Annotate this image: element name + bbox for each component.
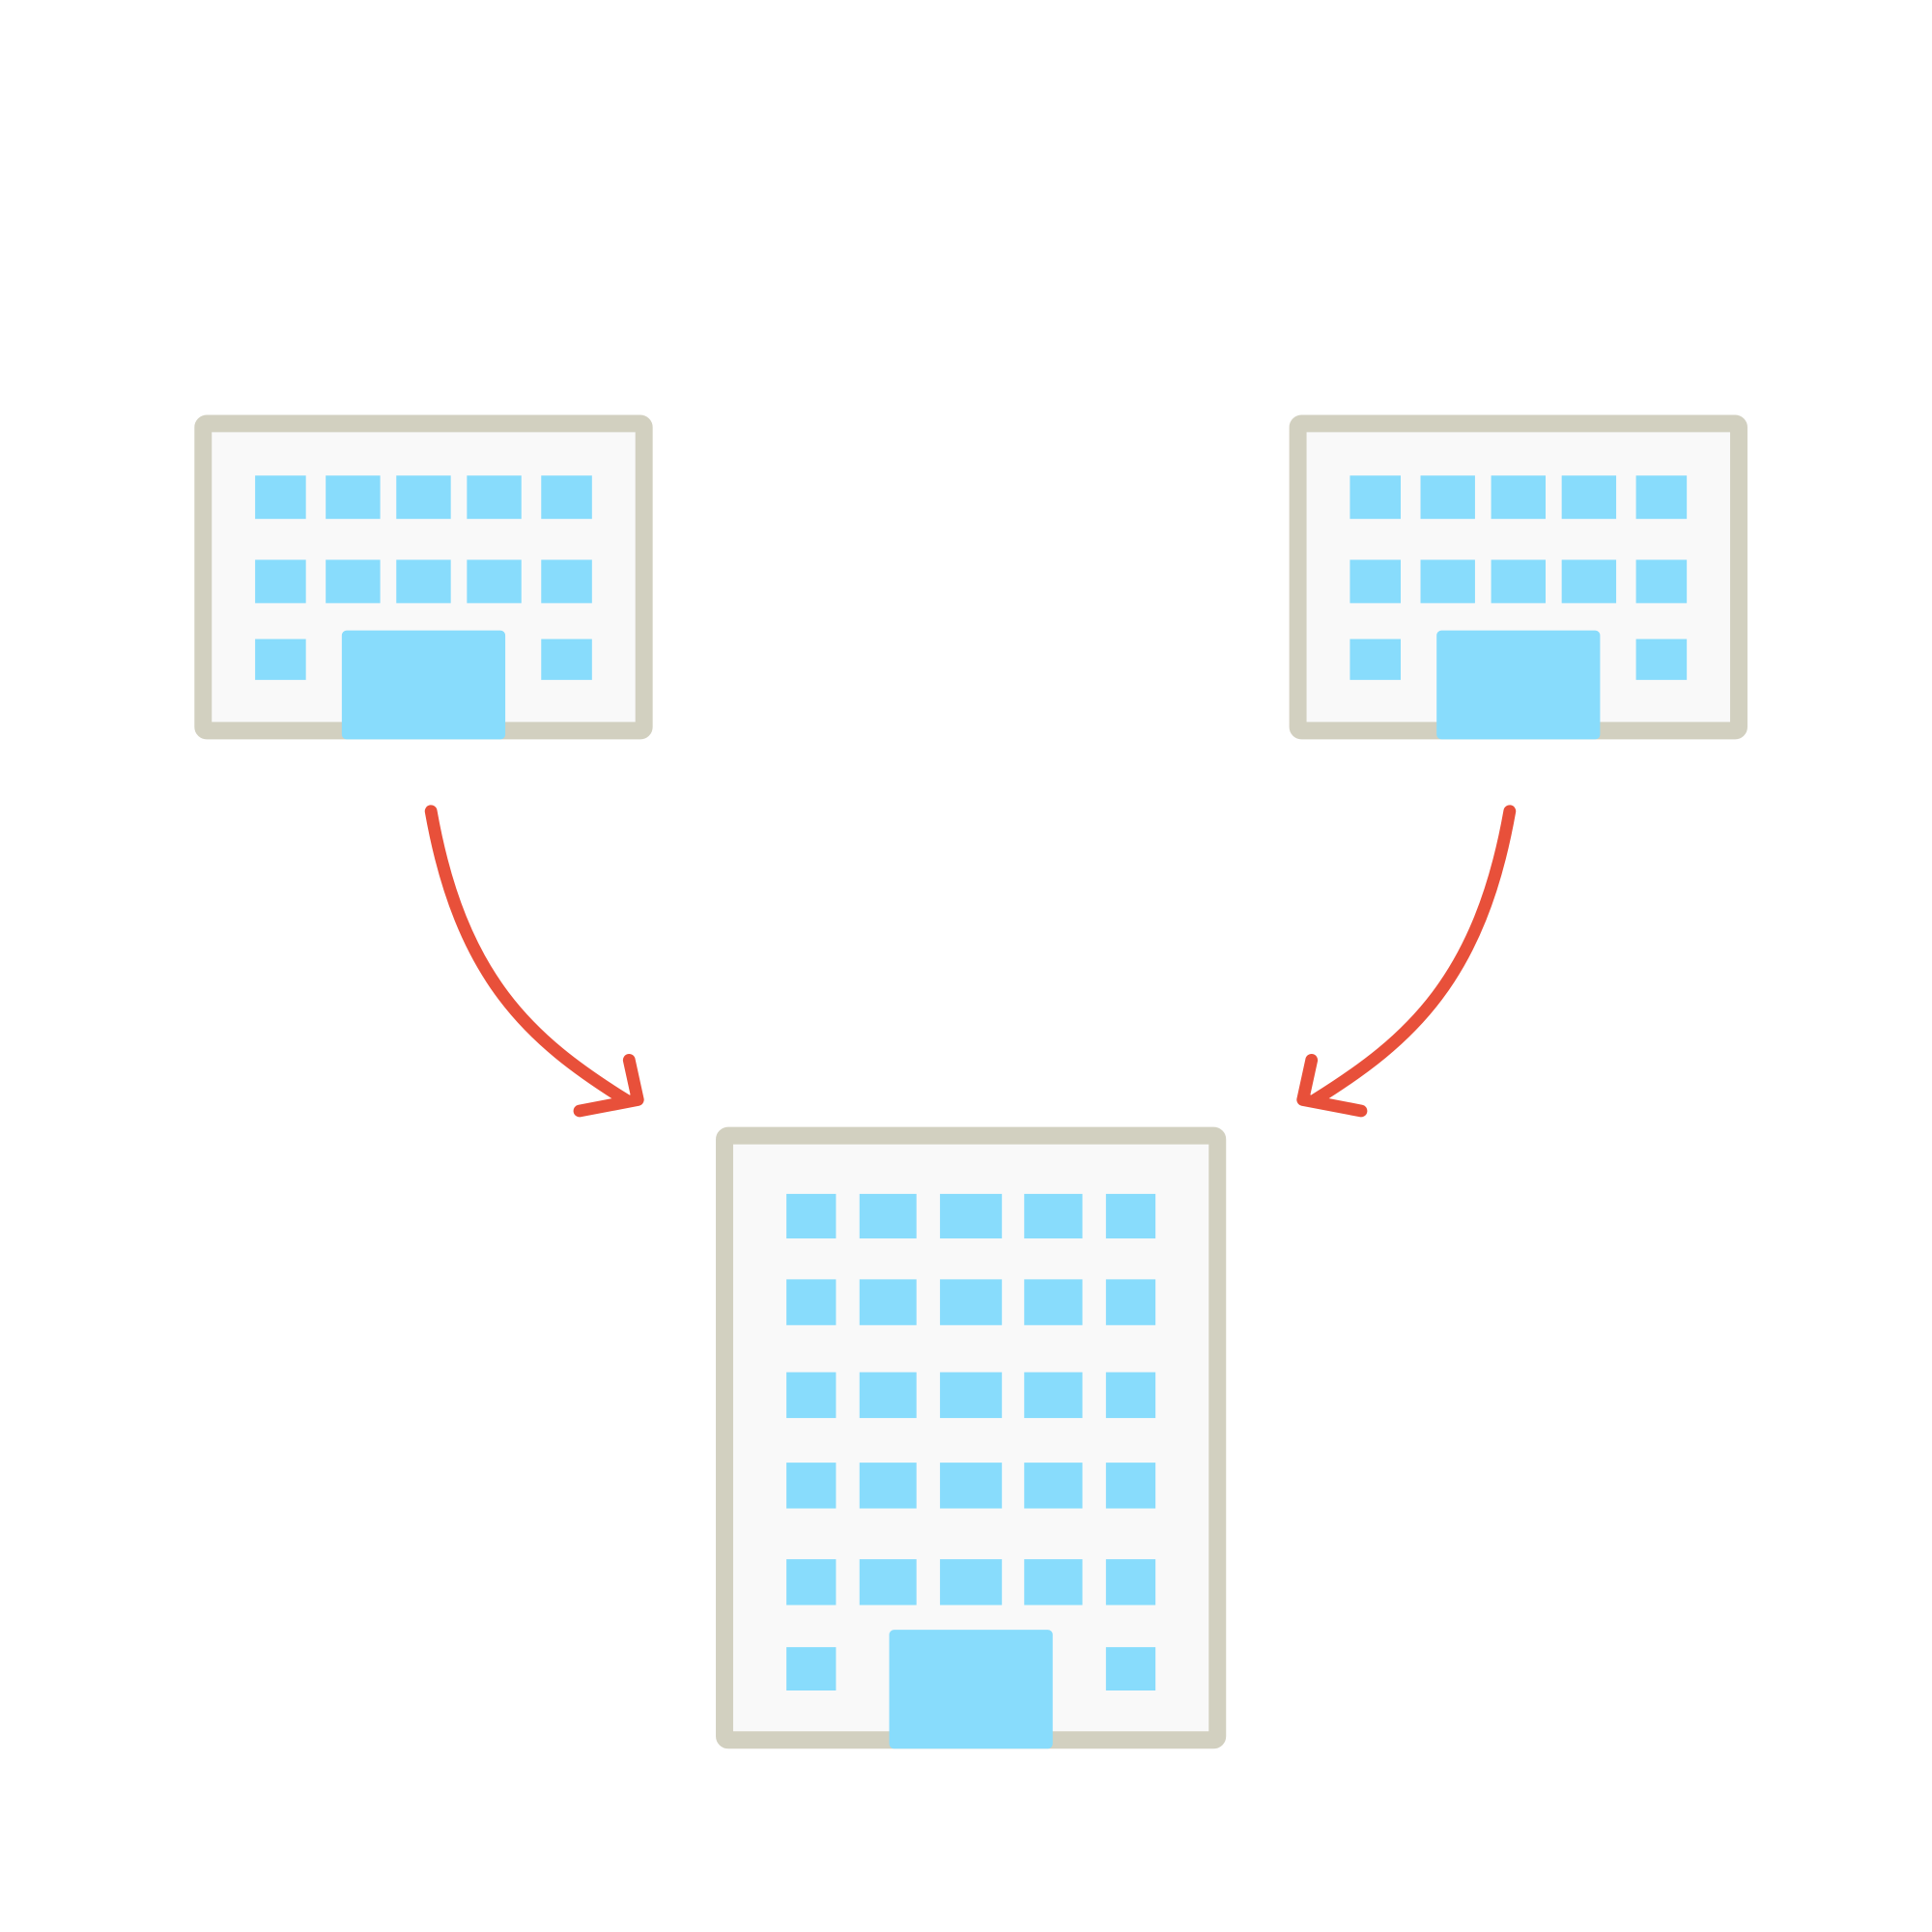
window xyxy=(859,1463,917,1509)
window xyxy=(786,1647,837,1690)
arrow-left-to-merged-icon xyxy=(424,805,644,1118)
window xyxy=(859,1193,917,1239)
window xyxy=(1561,475,1617,520)
window xyxy=(1024,1559,1083,1605)
window xyxy=(1420,559,1475,604)
window xyxy=(1105,1279,1156,1325)
window xyxy=(1024,1372,1083,1418)
window xyxy=(940,1559,1003,1605)
window xyxy=(1350,639,1401,680)
window xyxy=(1105,1647,1156,1690)
window xyxy=(940,1279,1003,1325)
window xyxy=(541,639,592,680)
window xyxy=(1024,1463,1083,1509)
window xyxy=(786,1372,837,1418)
window xyxy=(326,559,381,604)
window xyxy=(255,639,306,680)
arrows xyxy=(424,805,1517,1118)
window xyxy=(786,1559,837,1605)
window xyxy=(1105,1193,1156,1239)
window xyxy=(1024,1193,1083,1239)
window xyxy=(859,1559,917,1605)
window xyxy=(255,475,306,520)
window xyxy=(467,559,522,604)
building-merged-icon xyxy=(716,1126,1227,1749)
window xyxy=(326,475,381,520)
window xyxy=(1105,1559,1156,1605)
window xyxy=(1350,475,1401,520)
window xyxy=(786,1193,837,1239)
window xyxy=(1491,559,1546,604)
window xyxy=(1561,559,1617,604)
window xyxy=(467,475,522,520)
window xyxy=(940,1372,1003,1418)
arrow-right-to-merged-icon xyxy=(1296,805,1517,1118)
window xyxy=(541,475,592,520)
building-left-icon xyxy=(194,414,653,740)
window xyxy=(1105,1463,1156,1509)
window xyxy=(940,1463,1003,1509)
door xyxy=(889,1630,1053,1749)
window xyxy=(1350,559,1401,604)
door xyxy=(341,630,506,740)
window xyxy=(255,559,306,604)
window xyxy=(541,559,592,604)
window xyxy=(1491,475,1546,520)
window xyxy=(859,1372,917,1418)
window xyxy=(1105,1372,1156,1418)
window xyxy=(1024,1279,1083,1325)
window xyxy=(786,1463,837,1509)
door xyxy=(1436,630,1601,740)
window xyxy=(859,1279,917,1325)
window xyxy=(1635,475,1688,520)
building-right-icon xyxy=(1289,414,1747,740)
window xyxy=(396,475,451,520)
window xyxy=(396,559,451,604)
window xyxy=(1635,639,1688,680)
window xyxy=(940,1193,1003,1239)
window xyxy=(786,1279,837,1325)
window xyxy=(1635,559,1688,604)
window xyxy=(1420,475,1475,520)
